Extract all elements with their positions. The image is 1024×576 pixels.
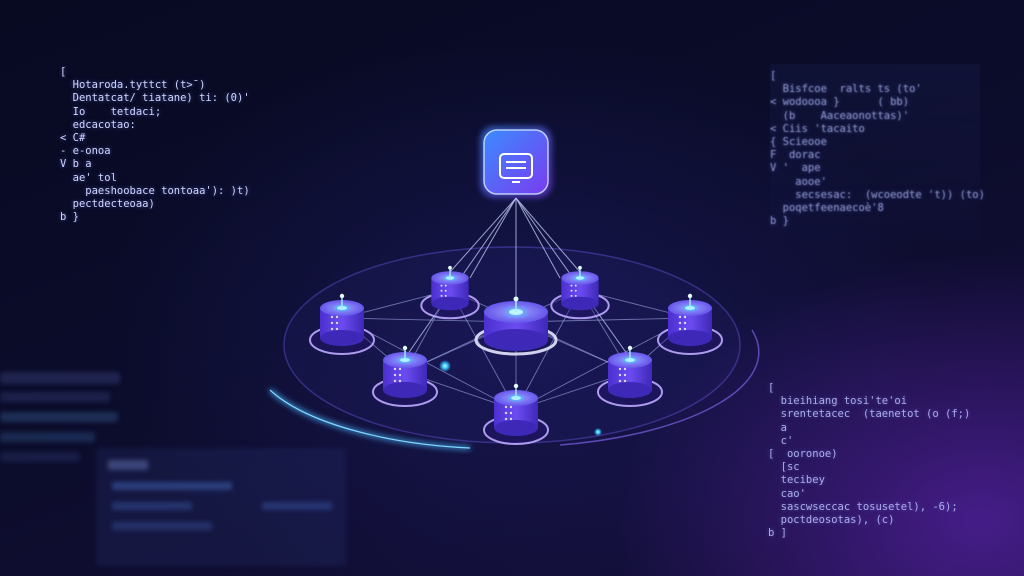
code-snippet-bottom-right: [ bieihiang tosi'te'oi srentetacec (taen… [768, 382, 970, 540]
code-line: < C# [60, 132, 86, 145]
code-line: F dorac [770, 149, 821, 162]
code-snippet-top-right: [ Bisfcoe ralts ts (to'< wodoooa } ( bb)… [770, 64, 985, 243]
code-line: - e-onoa [60, 145, 111, 158]
code-line: tecibey [768, 474, 825, 487]
code-line: cao' [768, 487, 806, 500]
code-line: poctdeosotas), (c) [768, 514, 895, 527]
platform-arc-left [269, 389, 471, 449]
code-line: (b Aaceaonottas)' [770, 109, 910, 122]
code-line: < Ciis 'tacaito [770, 122, 865, 135]
glow-spark [594, 428, 602, 436]
code-line: c' [768, 434, 794, 447]
glow-spark [439, 360, 451, 372]
code-line: [ [770, 70, 777, 82]
database-node-icon [372, 345, 438, 407]
code-line: poqetfeenaecoè'8 [770, 202, 884, 215]
code-line: Dentatcat/ tiatane) ti: (0)' [60, 92, 250, 105]
code-snippet-top-left: [ Hotaroda.tyttct (t>ˉ) Dentatcat/ tiata… [60, 66, 250, 224]
code-line: b ] [768, 527, 787, 540]
database-node-icon [483, 383, 549, 445]
database-node-icon [309, 293, 375, 355]
code-line: Hotaroda.tyttct (t>ˉ) [60, 79, 206, 92]
code-line: [ ooronoe) [768, 448, 838, 461]
code-line: srentetacec (taenetot (o (f;) [768, 408, 971, 421]
code-line: a [768, 421, 787, 434]
database-node-icon [550, 265, 610, 320]
code-line: b } [770, 215, 789, 228]
database-node-icon [420, 265, 480, 320]
central-database [474, 296, 558, 356]
code-line: pectdecteoaa) [60, 198, 155, 211]
database-node-icon [597, 345, 663, 407]
code-line: [ [60, 66, 67, 78]
code-line: [sc [768, 461, 800, 474]
code-line: < wodoooa } ( bb) [770, 96, 910, 109]
code-line: aooe' [770, 175, 827, 188]
code-line: Bisfcoe ralts ts (to' [770, 83, 922, 96]
message-server-icon [480, 126, 552, 198]
database-nodes [309, 265, 723, 445]
code-line: [ [768, 382, 775, 394]
database-node-icon [657, 293, 723, 355]
code-line: V ' ape [770, 162, 821, 175]
platform-arc-right [559, 329, 760, 446]
code-line: Io tetdaci; [60, 105, 162, 118]
code-line: sascwseccac tosusetel), -6); [768, 500, 958, 513]
code-line: paeshoobace tontoaa'): )t) [60, 184, 250, 197]
code-line: ae' tol [60, 171, 117, 184]
code-line: b } [60, 211, 79, 224]
code-line: V b a [60, 158, 92, 171]
code-line: edcacotao: [60, 118, 136, 131]
code-line: { Scieooe [770, 136, 827, 149]
code-line: bieihiang tosi'te'oi [768, 395, 908, 408]
